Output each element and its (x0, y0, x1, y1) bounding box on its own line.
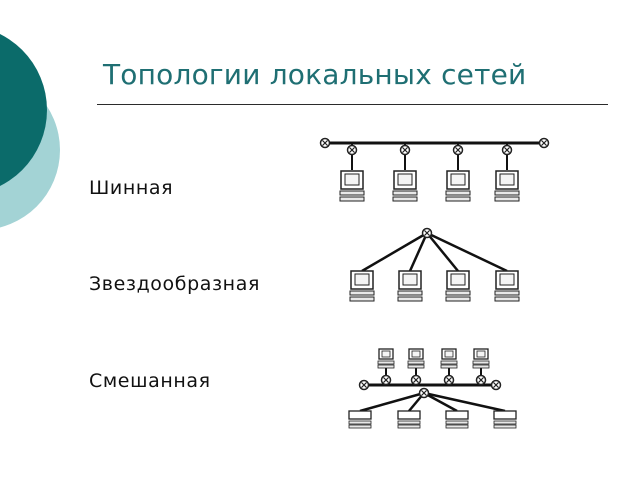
computer-icon (472, 348, 490, 369)
star-link (361, 231, 428, 273)
title-underline (97, 104, 608, 105)
mixed-star-link (423, 391, 458, 413)
star-topology-label: Звездообразная (89, 273, 260, 295)
computer-icon (392, 170, 418, 202)
star-link (426, 231, 508, 273)
star-topology-diagram (349, 227, 520, 302)
computer-icon (348, 410, 372, 429)
mixed-terminator-right (490, 379, 502, 391)
bus-terminator-right (538, 137, 550, 149)
mixed-tap-node (443, 374, 455, 386)
star-link (408, 232, 429, 272)
bus-tap-node (399, 144, 411, 156)
computer-icon (397, 410, 421, 429)
decor-circle-dark (0, 33, 47, 187)
computer-icon (397, 270, 423, 302)
mixed-tap-node (380, 374, 392, 386)
bus-tap-node (346, 144, 358, 156)
computer-icon (440, 348, 458, 369)
decorative-circles (0, 33, 60, 228)
computer-icon (493, 410, 517, 429)
bus-tap-node (501, 144, 513, 156)
mixed-topology-label: Смешанная (89, 370, 211, 392)
bus-terminator-left (319, 137, 331, 149)
star-hub-node (421, 227, 433, 239)
mixed-topology-diagram (348, 348, 517, 429)
mixed-hub-node (418, 387, 430, 399)
computer-icon (349, 270, 375, 302)
mixed-tap-node (475, 374, 487, 386)
slide-title: Топологии локальных сетей (103, 58, 527, 91)
computer-icon (377, 348, 395, 369)
star-link (426, 232, 459, 272)
bus-tap-node (452, 144, 464, 156)
mixed-star-link (423, 391, 506, 413)
computer-icon (445, 410, 469, 429)
bus-topology-label: Шинная (89, 177, 174, 199)
computer-icon (445, 170, 471, 202)
mixed-star-link (359, 391, 425, 413)
bus-topology-diagram (319, 137, 550, 202)
computer-icon (445, 270, 471, 302)
computer-icon (494, 170, 520, 202)
mixed-tap-node (410, 374, 422, 386)
computer-icon (339, 170, 365, 202)
computer-icon (407, 348, 425, 369)
computer-icon (494, 270, 520, 302)
mixed-terminator-left (358, 379, 370, 391)
